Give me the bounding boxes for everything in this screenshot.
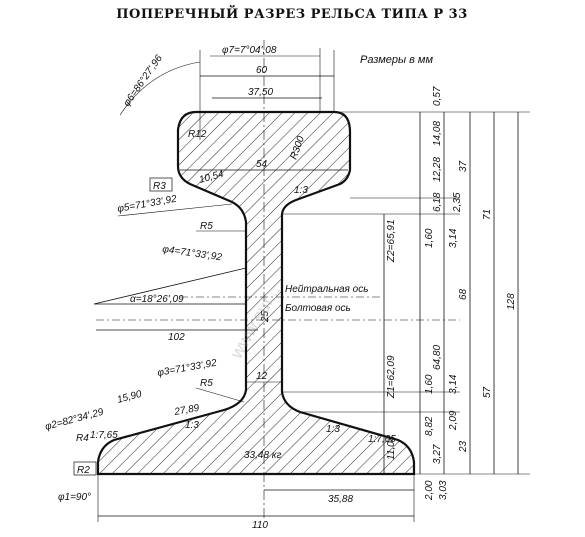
angle-phi4: φ4=71°33',92 [162,244,223,263]
dim-37: 37 [458,160,469,172]
dim-1408: 14,08 [432,121,443,146]
angle-phi5: φ5=71°33',92 [117,194,178,215]
dim-209: 2,09 [448,410,459,431]
angle-phi3: φ3=71°33',92 [157,358,218,379]
dim-60: 60 [256,65,268,76]
phi5-leader [117,203,233,217]
dim-z2: Z2=65,91 [386,219,397,263]
dim-6480: 64,80 [432,345,443,370]
slope-13-foot-left: 1:3 [185,420,199,431]
right-extension-lines [282,111,530,475]
dim-303: 3,03 [438,480,449,500]
dim-1590: 15,90 [116,389,143,406]
dim-110: 110 [252,520,268,531]
dim-314-top: 3,14 [448,228,459,248]
dim-327: 3,27 [432,444,443,464]
dim-3750: 37,50 [248,87,273,98]
dim-314-bottom: 3,14 [448,374,459,394]
angle-phi2: φ2=82°34',29 [44,407,105,433]
dim-1228: 12,28 [432,157,443,182]
dim-57: 57 [482,386,493,398]
dim-160-bottom: 1,60 [424,374,435,394]
slope-13-foot-right: 1:3 [326,424,340,435]
phi6-arc [119,61,201,116]
slope-1765-right: 1:7,65 [368,434,396,445]
r5-bottom-leader [195,387,245,403]
drawing-title: ПОПЕРЕЧНЫЙ РАЗРЕЗ РЕЛЬСА ТИПА Р 33 [116,5,467,22]
units-note: Размеры в мм [360,54,433,66]
radius-r5-top: R5 [200,221,213,232]
dim-z1: Z1=62,09 [386,355,397,399]
dim-2789: 27,89 [173,403,201,418]
dim-618: 6,18 [432,192,443,212]
radius-r3: R3 [153,181,166,192]
dim-54: 54 [256,159,268,170]
slope-13-head: 1:3 [294,185,308,196]
angle-phi6: φ6=86°27',96 [121,53,165,109]
angle-phi1: φ1=90° [58,492,91,503]
radius-r12: R12 [188,129,207,140]
dim-25: 25 [260,310,271,323]
dim-68: 68 [458,288,469,300]
slope-1765-left: 1:7,65 [90,430,118,441]
dim-160-top: 1,60 [424,228,435,248]
dim-23: 23 [458,440,469,453]
dim-1104: 11,04 [386,435,397,460]
dim-71: 71 [482,209,493,220]
dim-102: 102 [168,332,185,343]
radius-r4: R4 [76,433,89,444]
neutral-axis-label: Нейтральная ось [285,284,368,295]
angle-phi7: φ7=7°04',08 [222,45,277,56]
dim-12: 12 [256,371,268,382]
radius-r5-bottom: R5 [200,378,213,389]
dim-200: 2,00 [424,480,435,501]
dim-882: 8,82 [424,416,435,436]
dim-128: 128 [506,293,517,310]
r2-box [73,461,97,476]
dim-3588: 35,88 [328,494,353,505]
area-label: 33,48 кг [244,450,282,461]
alpha-line-upper [93,267,247,305]
r3-box [149,177,173,192]
rail-profile [96,110,416,476]
radius-r2: R2 [77,465,90,476]
dim-057: 0,57 [432,86,443,106]
bolt-axis-label: Болтовая ось [285,303,351,314]
dim-235: 2,35 [452,192,463,213]
angle-alpha: α=18°26',09 [130,294,184,305]
